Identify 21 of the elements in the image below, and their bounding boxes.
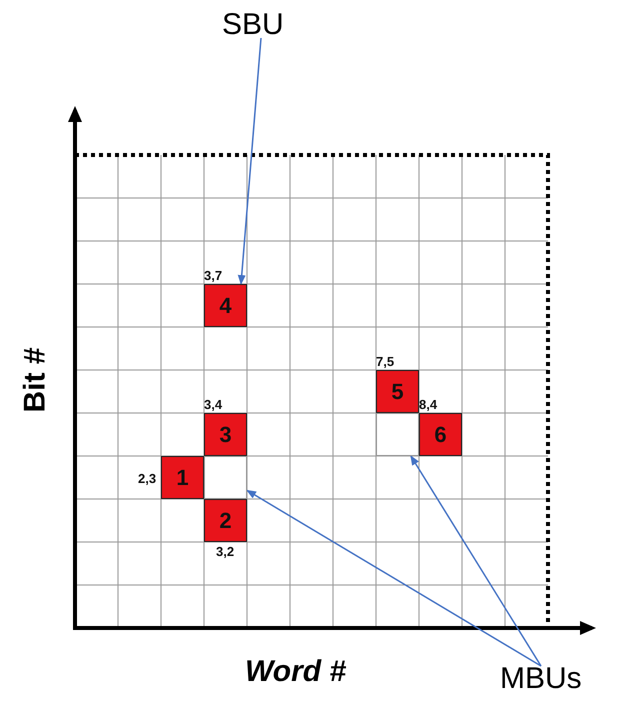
y-axis-title: Bit # bbox=[18, 348, 52, 412]
bit-upset-box: 1 bbox=[161, 456, 204, 499]
bit-upset-box: 3 bbox=[204, 413, 247, 456]
coordinate-label: 7,5 bbox=[376, 354, 394, 369]
coordinate-label: 8,4 bbox=[419, 397, 438, 412]
annotation-label: MBUs bbox=[500, 662, 582, 696]
coordinate-label: 2,3 bbox=[138, 470, 156, 486]
bit-upset-box: 6 bbox=[419, 413, 462, 456]
leader-arrow bbox=[246, 490, 542, 667]
bit-upset-box: 4 bbox=[204, 284, 247, 327]
x-axis-title: Word # bbox=[245, 655, 346, 689]
annotation-label: SBU bbox=[222, 8, 284, 42]
leader-arrow bbox=[238, 38, 262, 285]
coordinate-label: 3,2 bbox=[216, 544, 234, 559]
leader-arrow bbox=[410, 455, 542, 666]
bit-upset-box: 5 bbox=[376, 370, 419, 413]
grid-cell bbox=[376, 413, 419, 456]
coordinate-label: 3,4 bbox=[204, 397, 222, 412]
grid-cell bbox=[204, 456, 247, 499]
coordinate-label: 3,7 bbox=[204, 268, 222, 283]
bit-upset-box: 2 bbox=[204, 499, 247, 542]
